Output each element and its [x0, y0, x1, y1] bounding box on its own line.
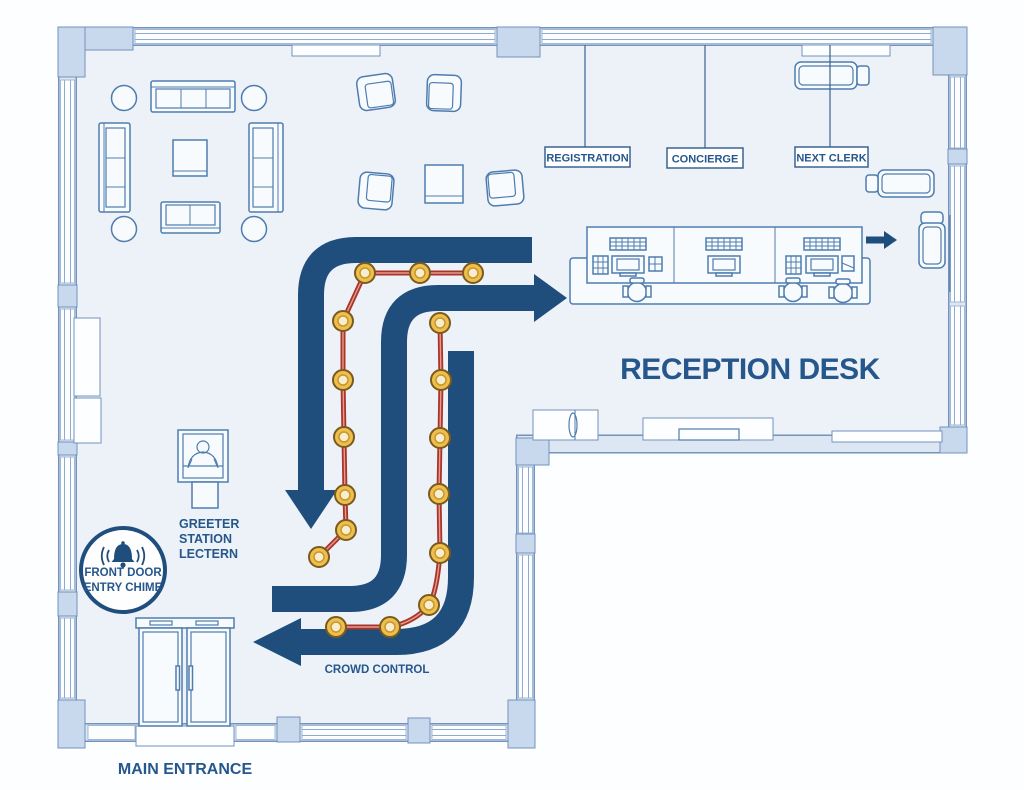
greeter-label-line3: LECTERN	[179, 547, 238, 561]
chime-label-line1: FRONT DOOR	[84, 567, 162, 579]
bench-table	[865, 169, 935, 198]
flow-arrow-exit	[253, 351, 474, 666]
right-wall-furniture	[794, 61, 951, 292]
coffee-table	[172, 139, 208, 177]
stanchion	[428, 483, 450, 505]
lounge-seating-group	[98, 80, 284, 243]
stanchion	[335, 519, 357, 541]
stanchion	[429, 427, 451, 449]
stanchion	[429, 312, 451, 334]
stanchion	[430, 369, 452, 391]
wall-piers	[57, 26, 968, 749]
stanchion	[379, 616, 401, 638]
registration-label: REGISTRATION	[546, 153, 628, 165]
concierge-label: CONCIERGE	[672, 154, 739, 166]
card-terminal	[592, 255, 609, 275]
stanchion	[332, 310, 354, 332]
chime-label-line2: ENTRY CHIME	[84, 582, 163, 594]
stanchion	[418, 594, 440, 616]
stanchion	[462, 262, 484, 284]
crowd-control-label: CROWD CONTROL	[325, 664, 430, 676]
bottom-wall-consoles	[532, 409, 943, 443]
armchair	[484, 168, 526, 208]
workstation	[609, 237, 647, 277]
entry-chime-badge: FRONT DOOR ENTRY CHIME	[79, 526, 167, 614]
workstation	[705, 237, 743, 277]
door-leaf-right	[186, 627, 231, 727]
flow-arrows	[253, 231, 897, 666]
armchair	[355, 71, 397, 113]
sofa-right	[248, 122, 284, 213]
loveseat-bottom	[160, 201, 221, 234]
curtain-wall-windows	[60, 29, 965, 740]
main-entrance-label: MAIN ENTRANCE	[118, 761, 253, 778]
next-clerk-label: NEXT CLERK	[796, 153, 866, 165]
side-table	[110, 215, 138, 243]
reception-desk	[569, 226, 871, 305]
lectern	[191, 481, 219, 509]
side-table	[110, 84, 138, 112]
bench-table	[794, 61, 870, 90]
armchair	[425, 73, 463, 113]
stanchion	[332, 369, 354, 391]
stanchion	[333, 426, 355, 448]
armchair	[356, 170, 396, 212]
stanchion	[354, 262, 376, 284]
stanchion	[325, 616, 347, 638]
door-leaf-left	[138, 627, 183, 727]
side-table	[240, 215, 268, 243]
greeter-label-line2: STATION	[179, 532, 232, 546]
greeter-person-icon	[183, 440, 223, 469]
card-terminal	[785, 255, 802, 275]
workstation	[803, 237, 841, 277]
reception-desk-title: RECEPTION DESK	[620, 353, 881, 386]
sofa-top	[150, 80, 236, 113]
side-table	[240, 84, 268, 112]
stanchion	[429, 542, 451, 564]
tall-chair	[918, 211, 946, 269]
greeter-station: GREETER STATION LECTERN	[177, 429, 239, 561]
window-sills	[73, 44, 891, 444]
greeter-label-line1: GREETER	[179, 517, 239, 531]
stanchion	[334, 484, 356, 506]
stanchion	[308, 546, 330, 568]
stanchion	[409, 262, 431, 284]
armchair-cluster	[355, 71, 526, 212]
bell-icon	[100, 541, 146, 568]
main-entrance-doors	[135, 617, 235, 747]
flow-arrow-to-desk	[272, 274, 567, 612]
station-labels: REGISTRATION CONCIERGE NEXT CLERK	[544, 45, 869, 169]
square-table	[424, 164, 464, 204]
flow-arrow-enter-queue	[285, 237, 532, 529]
desk-accessory	[648, 255, 855, 272]
flow-arrow-desk-out	[866, 231, 897, 249]
sofa-left	[98, 122, 131, 213]
